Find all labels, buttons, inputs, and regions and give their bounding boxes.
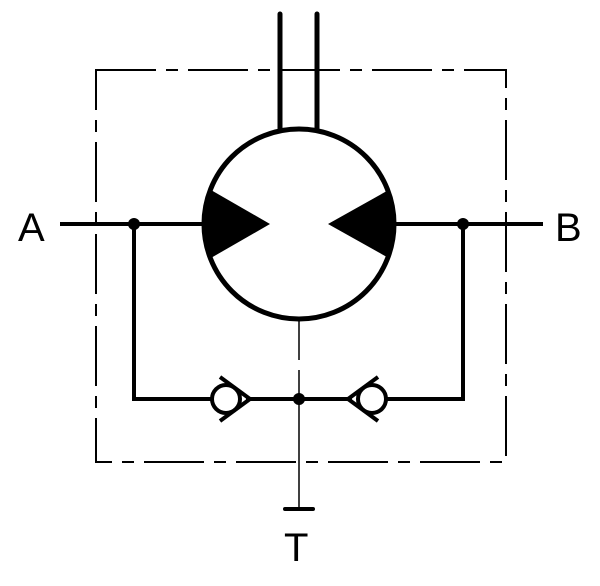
motor-left-triangle-icon: [204, 178, 270, 270]
junction-dot-a: [128, 218, 140, 230]
motor-circle: [201, 126, 397, 322]
a-branch-line: [132, 224, 212, 401]
motor-symbol: [201, 126, 397, 322]
junction-dot-b: [457, 218, 469, 230]
junction-dot-center: [293, 393, 305, 405]
b-branch-line: [387, 224, 465, 401]
port-label-t: T: [284, 526, 309, 570]
check-valve-right: [344, 375, 388, 423]
enclosure-boundary: [95, 69, 507, 463]
port-label-b: B: [555, 206, 582, 250]
check-valve-left: [210, 375, 254, 423]
port-label-a: A: [18, 206, 45, 250]
